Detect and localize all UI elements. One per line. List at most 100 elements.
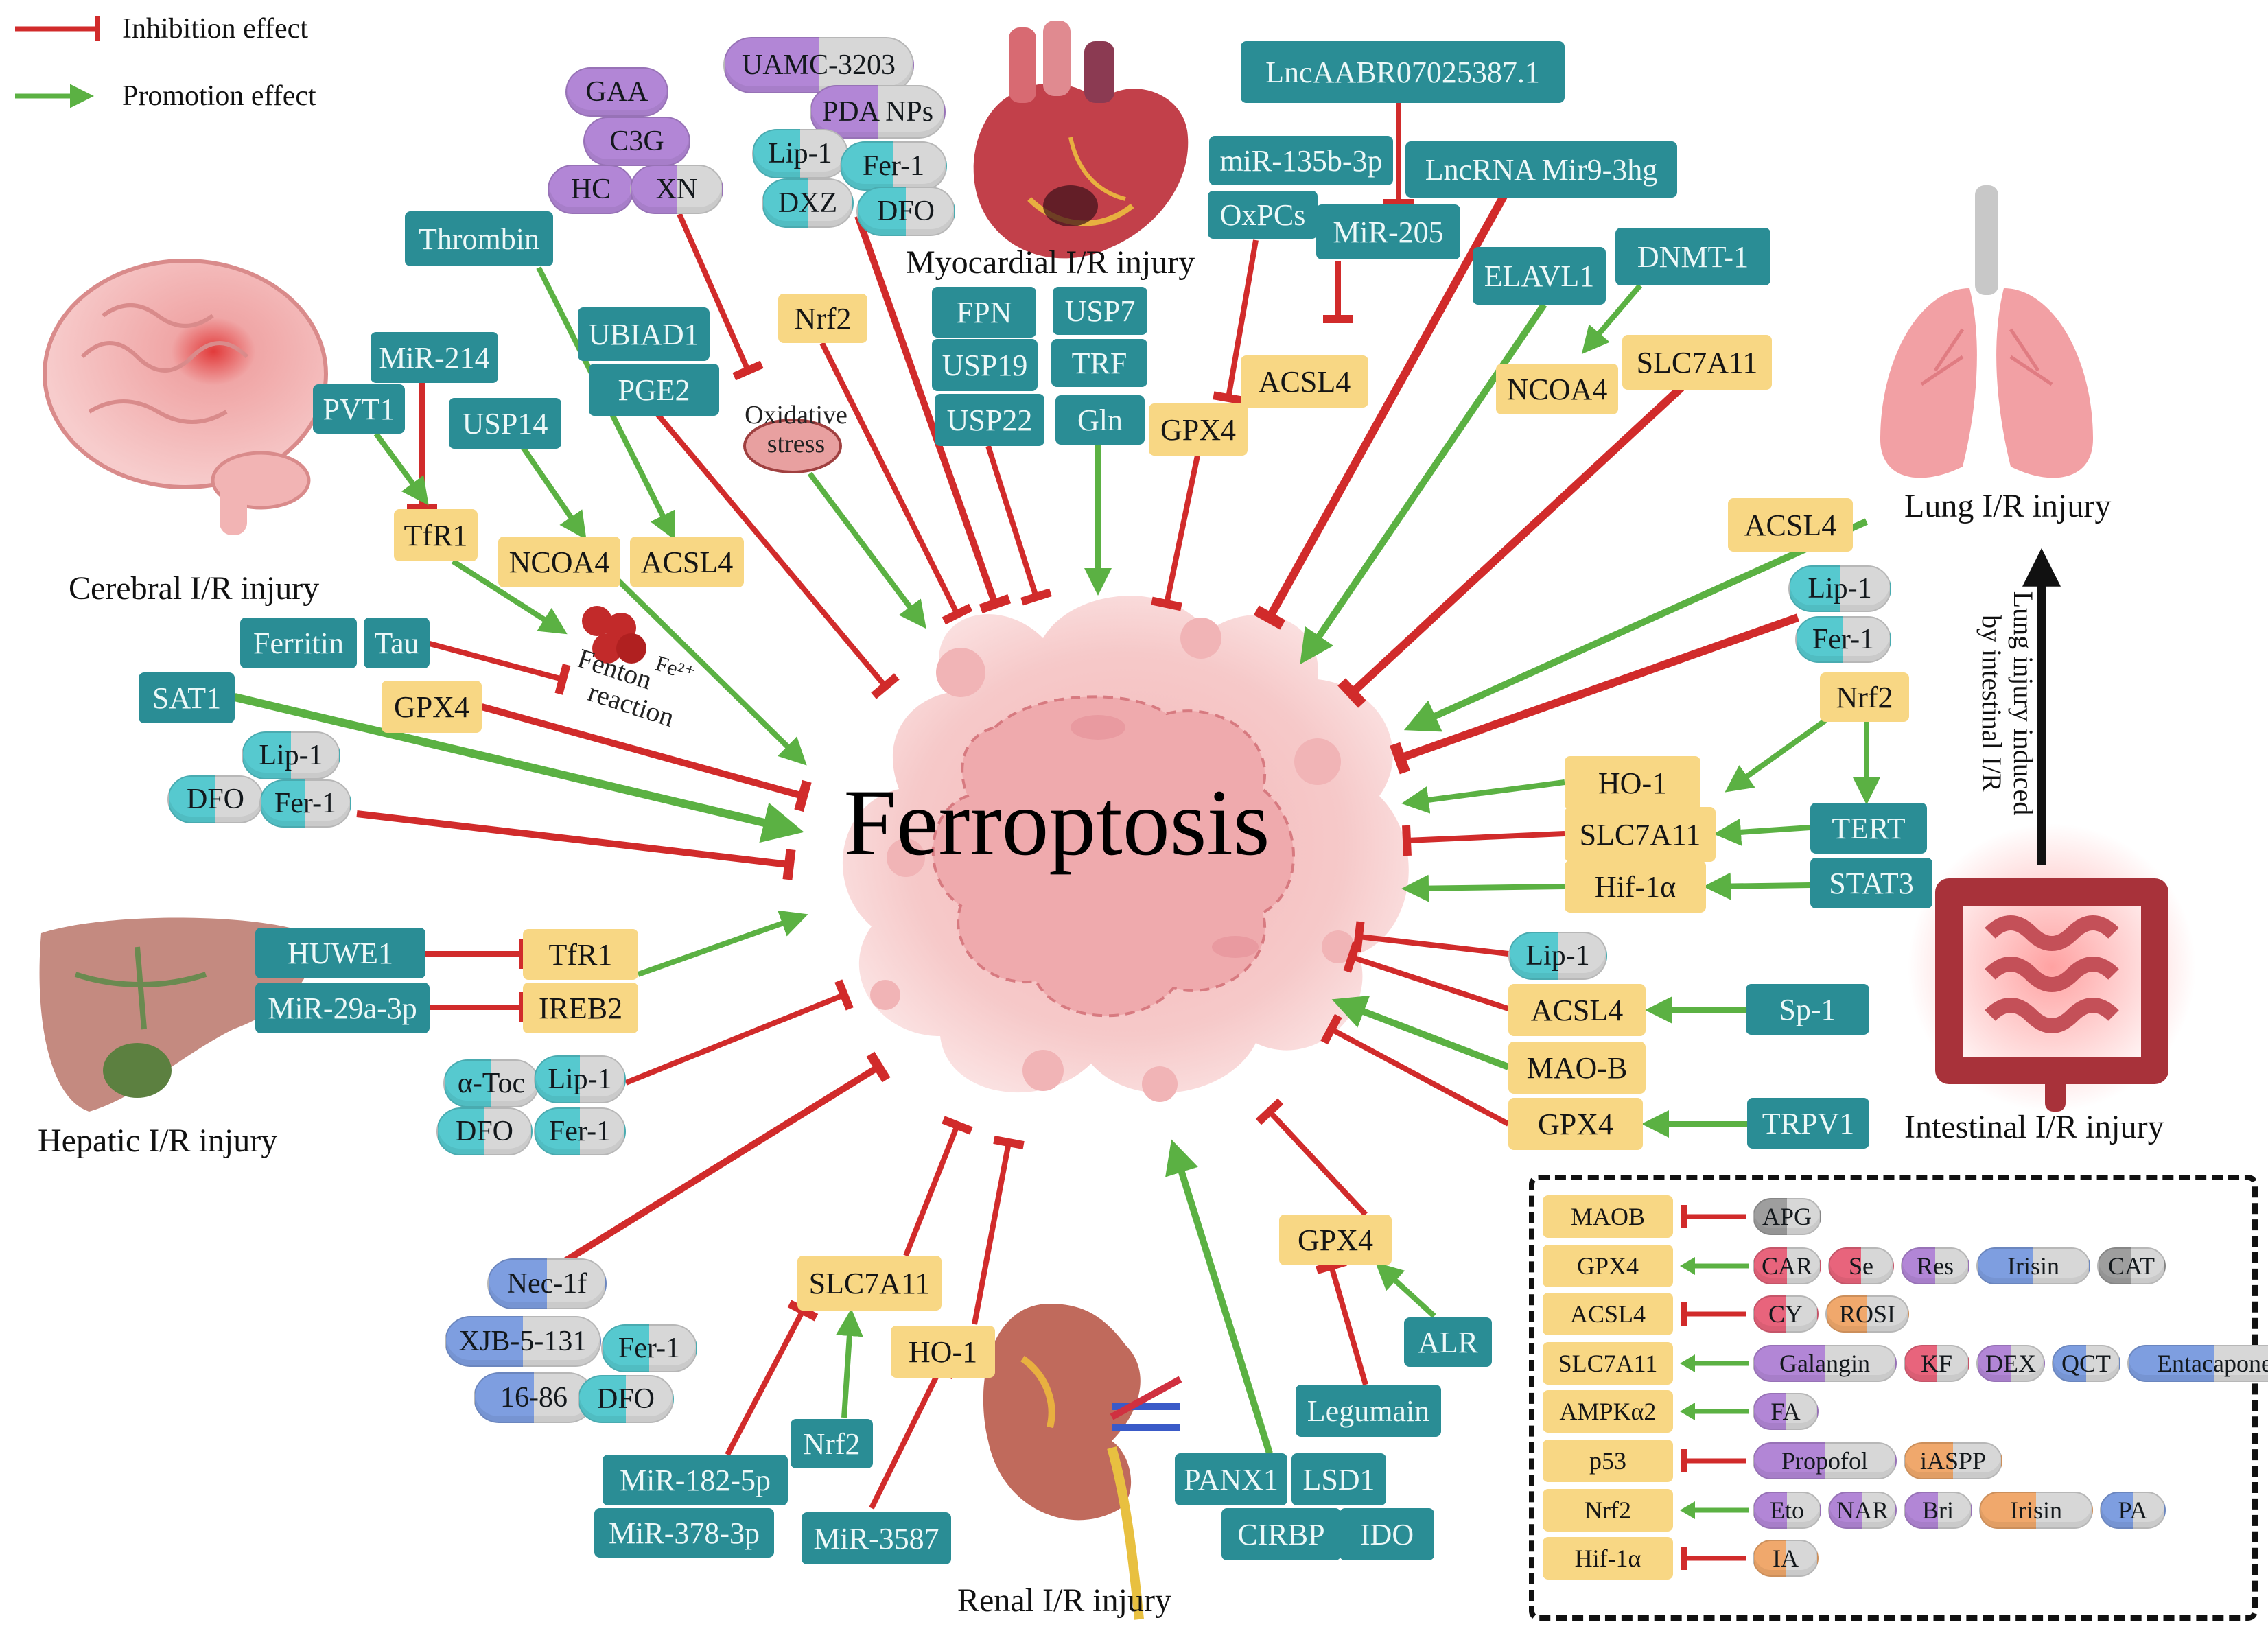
drug-pill-inset-5-0: Propofol [1753, 1442, 1897, 1479]
node-pge2: PGE2 [589, 364, 719, 416]
node-tfr1_h: TfR1 [523, 929, 638, 980]
node-ncoa4_r: NCOA4 [1496, 364, 1618, 414]
promotion-arrow [1581, 283, 1643, 355]
inhibition-line [1265, 183, 1514, 620]
node-lncmir9: LncRNA Mir9-3hg [1405, 141, 1677, 198]
drug-pill-inset-6-3: Irisin [1979, 1492, 2093, 1529]
renal-label: Renal I/R injury [957, 1582, 1171, 1619]
node-panx1: PANX1 [1175, 1453, 1287, 1505]
inhibition-line [1351, 954, 1510, 1011]
inhibition-line [356, 810, 790, 868]
inhibition-line [677, 213, 751, 372]
drug-pill-fer1_i: Fer-1 [1795, 616, 1891, 663]
promotion-arrow [616, 578, 807, 766]
node-legumain: Legumain [1296, 1385, 1441, 1437]
drug-pill-inset-5-1: iASPP [1904, 1442, 2002, 1479]
lung-injury-note: Lung injury induced by intestinal I/R [1976, 591, 2039, 816]
node-alr: ALR [1404, 1317, 1492, 1367]
inhibition-line [1330, 1026, 1510, 1127]
brain-illustration [43, 259, 328, 535]
node-dnmt1: DNMT-1 [1615, 228, 1770, 285]
inset-connector-6 [1680, 1501, 1749, 1519]
node-cirbp: CIRBP [1221, 1508, 1341, 1560]
promotion-arrow [373, 432, 429, 506]
inset-target-4: AMPKα2 [1543, 1390, 1673, 1433]
ferroptosis-title: Ferroptosis [843, 770, 1270, 875]
node-elavl1: ELAVL1 [1473, 247, 1606, 305]
lungs-illustration [1880, 185, 2093, 478]
node-slc7a11_i: SLC7A11 [1565, 807, 1716, 862]
inhibition-line [653, 410, 888, 688]
drug-pill-dxz: DXZ [762, 178, 854, 228]
node-mir3587: MiR-3587 [802, 1512, 951, 1564]
node-slc7a11_r: SLC7A11 [797, 1256, 942, 1311]
node-maob_i: MAO-B [1508, 1042, 1646, 1094]
node-ho1_r: HO-1 [891, 1326, 995, 1378]
node-acsl4_top: ACSL4 [1241, 355, 1368, 408]
promotion-arrow [1714, 818, 1811, 846]
drug-pill-lip1_h: Lip-1 [534, 1055, 626, 1103]
node-gpx4_c: GPX4 [382, 681, 482, 733]
oxidative-stress-label: Oxidative stress [745, 401, 847, 458]
inhibition-line [985, 445, 1039, 598]
inhibition-line [428, 641, 564, 682]
inhibition-line [1406, 831, 1565, 843]
node-thrombin: Thrombin [405, 211, 553, 266]
node-acsl4_c: ACSL4 [630, 537, 744, 587]
node-ncoa4_c: NCOA4 [498, 537, 620, 587]
drug-pill-inset-1-4: CAT [2097, 1247, 2166, 1284]
inset-connector-1 [1680, 1257, 1749, 1275]
drug-pill-atoc: α-Toc [443, 1059, 539, 1107]
inhibition-line [1267, 1110, 1368, 1217]
inset-connector-5 [1681, 1449, 1746, 1472]
inset-connector-7 [1681, 1547, 1746, 1570]
node-slc7a11_top: SLC7A11 [1622, 335, 1772, 390]
inset-connector-0 [1681, 1205, 1746, 1228]
intestine-illustration [1908, 823, 2196, 1112]
node-mir135b: miR-135b-3p [1209, 136, 1393, 185]
inset-target-3: SLC7A11 [1543, 1342, 1673, 1385]
inset-target-2: ACSL4 [1543, 1293, 1673, 1335]
inset-target-6: Nrf2 [1543, 1489, 1673, 1532]
drug-pill-s1686: 16-86 [474, 1372, 594, 1423]
drug-pill-inset-1-3: Irisin [1976, 1247, 2090, 1284]
node-mir214: MiR-214 [371, 332, 498, 383]
liver-illustration [39, 917, 312, 1112]
node-gln: Gln [1055, 395, 1145, 445]
promotion-arrow [1703, 872, 1811, 900]
hepatic-label: Hepatic I/R injury [38, 1123, 278, 1159]
promotion-arrow [835, 1309, 863, 1418]
drug-pill-lip1_c: Lip-1 [242, 731, 340, 779]
node-ido: IDO [1340, 1508, 1434, 1560]
drug-pill-inset-4-0: FA [1753, 1393, 1819, 1430]
intestinal-label: Intestinal I/R injury [1904, 1109, 2164, 1145]
fe2-ions-icon [582, 606, 646, 664]
node-gpx4_top: GPX4 [1149, 403, 1248, 456]
promotion-arrow [451, 559, 568, 635]
inhibition-line [1399, 613, 1799, 762]
node-mir378: MiR-378-3p [594, 1508, 774, 1558]
inhibition-line [480, 703, 804, 799]
drug-pill-dfo_h: DFO [436, 1107, 533, 1155]
inset-connector-3 [1680, 1354, 1749, 1372]
drug-pill-dfo_c: DFO [167, 775, 264, 823]
node-fpn: FPN [932, 287, 1036, 338]
drug-pill-inset-3-2: DEX [1976, 1345, 2045, 1382]
promotion-arrow [233, 693, 804, 843]
inhibition-line [972, 1142, 1012, 1325]
inhibition-line [854, 215, 998, 605]
node-gpx4_i: GPX4 [1508, 1098, 1643, 1150]
node-usp19: USP19 [932, 339, 1038, 391]
promotion-arrow [1331, 995, 1510, 1070]
drug-pill-inset-6-1: NAR [1828, 1492, 1897, 1529]
drug-pill-xn: XN [630, 165, 723, 214]
node-acsl4_i2: ACSL4 [1508, 984, 1646, 1036]
drug-pill-inset-1-2: Res [1901, 1247, 1969, 1284]
drug-pill-inset-2-0: CY [1753, 1295, 1819, 1333]
node-nrf2_r: Nrf2 [791, 1419, 873, 1468]
promotion-arrow [1375, 1262, 1436, 1318]
inset-target-0: MAOB [1543, 1195, 1673, 1238]
promotion-arrow [637, 910, 808, 977]
inhibition-line [725, 1309, 806, 1456]
